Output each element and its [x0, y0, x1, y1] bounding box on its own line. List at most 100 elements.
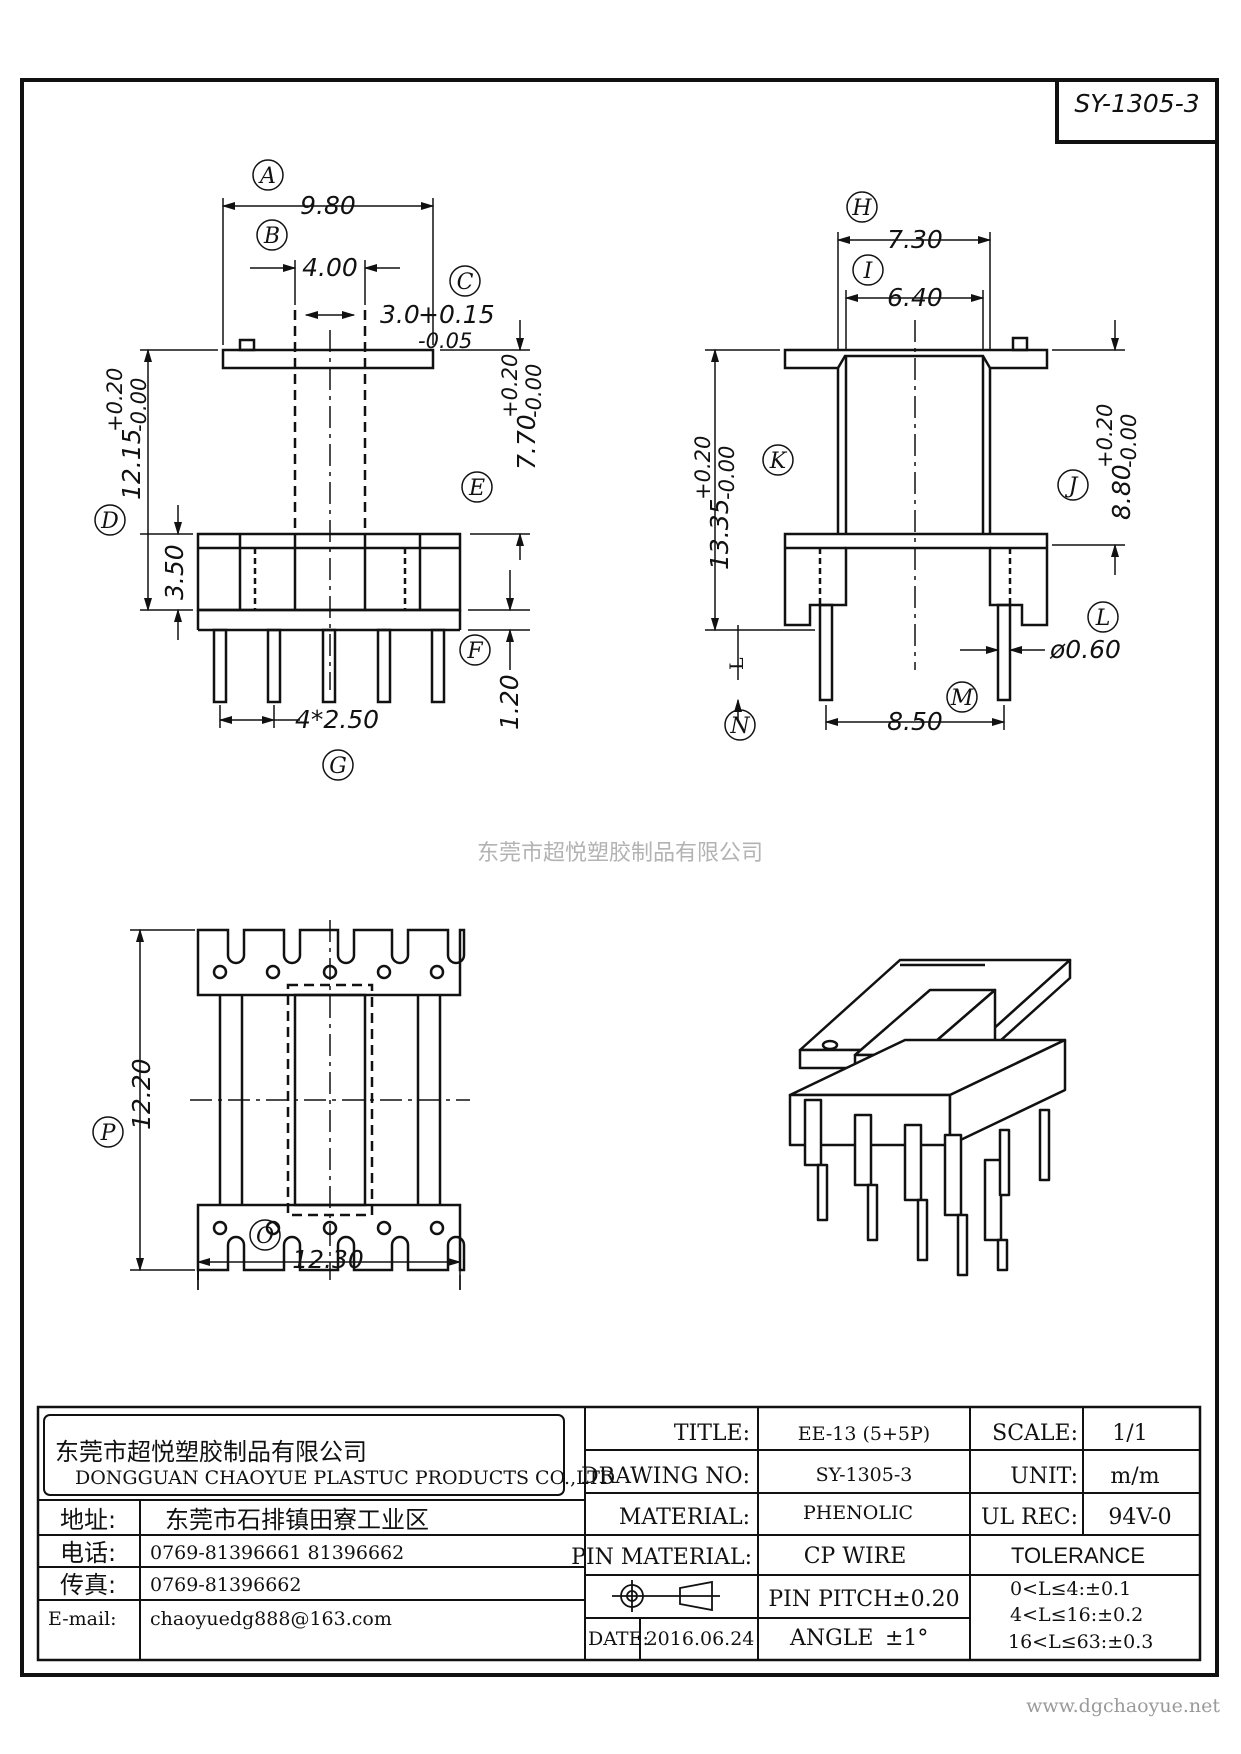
tolerance-label: TOLERANCE: [1011, 1543, 1145, 1568]
dim-i-label: I: [863, 259, 874, 284]
dim-j-bubble: [1057, 469, 1089, 501]
dim-n-bubble: [724, 709, 756, 741]
front-view-texts: 9.80 A 4.00 B 3.0 +0.15 -0.05 C 7.70 +0.…: [94, 159, 546, 781]
dim-h-value: 7.30: [887, 225, 943, 254]
small-l-text: L: [726, 657, 748, 670]
dim-j-tol-plus: +0.20: [1093, 404, 1117, 468]
dim-k-label: K: [769, 449, 788, 474]
dim-p-bubble: [92, 1116, 124, 1148]
phone-label: 电话:: [60, 1539, 116, 1567]
dim-f-value: 1.20: [495, 674, 524, 730]
dim-e-group: 7.70 +0.20 -0.00: [498, 354, 546, 470]
date-value: 2016.06.24: [646, 1628, 755, 1650]
dim-k-bubble: [762, 444, 794, 476]
dim-n-label: N: [729, 714, 750, 739]
dim-k-tol-minus: -0.00: [715, 446, 739, 500]
website-text: www.dgchaoyue.net: [1026, 1695, 1220, 1717]
dim-o-value: 12.30: [292, 1245, 364, 1274]
top-view-texts: 12.20 P 12.30 O: [92, 1058, 364, 1274]
dim-i-value: 6.40: [887, 283, 943, 312]
dim-k-value: 13.35: [705, 498, 734, 570]
dim-g-value: 4*2.50: [295, 705, 379, 734]
dim-d-value: 12.15: [117, 428, 146, 500]
angle-value: ±1°: [885, 1626, 928, 1651]
tolerance-row-1: 0<L≤4:±0.1: [1010, 1578, 1131, 1600]
pin-material-label: PIN MATERIAL:: [571, 1545, 752, 1570]
dim-g-bubble: [322, 749, 354, 781]
angle-label: ANGLE: [789, 1626, 873, 1651]
sheet-border: [20, 78, 1219, 1677]
drawing-no-label: DRAWING NO:: [581, 1464, 750, 1489]
dim-f-label: F: [466, 639, 483, 664]
title-block-text: 东莞市超悦塑胶制品有限公司 DONGGUAN CHAOYUE PLASTUC P…: [48, 1421, 1172, 1653]
dim-base-value: 3.50: [160, 544, 189, 600]
dim-k-group: 13.35 +0.20 -0.00: [691, 436, 739, 570]
material-value: PHENOLIC: [803, 1502, 913, 1524]
dim-p-value: 12.20: [127, 1058, 156, 1130]
dim-c-bubble: [449, 265, 481, 297]
dim-c-label: C: [457, 270, 474, 295]
pin-material-value: CP WIRE: [804, 1544, 907, 1569]
ul-label: UL REC:: [981, 1505, 1078, 1530]
dim-e-tol-plus: +0.20: [498, 354, 522, 418]
dim-j-tol-minus: -0.00: [1117, 414, 1141, 468]
isometric-view: [788, 958, 1072, 1277]
dim-l-value: ø0.60: [1049, 635, 1121, 664]
dim-b-value: 4.00: [302, 253, 358, 282]
scale-label: SCALE:: [992, 1421, 1078, 1446]
dim-m-bubble: [946, 681, 978, 713]
dim-k-tol-plus: +0.20: [691, 436, 715, 500]
dim-d-group: 12.15 +0.20 -0.00: [103, 368, 151, 500]
dim-b-bubble: [256, 219, 288, 251]
dim-l-label: L: [1095, 606, 1111, 631]
unit-value: m/m: [1110, 1464, 1159, 1489]
address-label: 地址:: [60, 1506, 116, 1534]
dim-c-tol-minus: -0.05: [418, 329, 472, 353]
side-view: [783, 320, 1049, 702]
drawing-code: SY-1305-3: [1074, 89, 1199, 118]
ul-value: 94V-0: [1108, 1505, 1171, 1530]
company-name-cn: 东莞市超悦塑胶制品有限公司: [55, 1438, 367, 1466]
watermark-text: 东莞市超悦塑胶制品有限公司: [477, 841, 763, 866]
top-view-dim-lines-clean: [197, 1275, 461, 1290]
dim-o-label: O: [256, 1224, 274, 1249]
address-value: 东莞市石排镇田寮工业区: [165, 1506, 429, 1534]
company-name-en: DONGGUAN CHAOYUE PLASTUC PRODUCTS CO.,LT…: [75, 1467, 615, 1489]
dim-a-label: A: [258, 164, 276, 189]
title-label: TITLE:: [674, 1421, 750, 1446]
fax-label: 传真:: [60, 1571, 116, 1599]
front-top-flange: [221, 348, 435, 370]
unit-label: UNIT:: [1010, 1464, 1078, 1489]
dim-m-value: 8.50: [887, 707, 943, 736]
dim-b-label: B: [263, 224, 280, 249]
tolerance-row-3: 16<L≤63:±0.3: [1008, 1631, 1153, 1653]
side-view-dims: [705, 232, 1125, 730]
side-view-texts: 7.30 H 6.40 I 8.80 +0.20 -0.00 J 13.35 +…: [691, 191, 1141, 741]
dim-e-tol-minus: -0.00: [522, 364, 546, 418]
material-label: MATERIAL:: [619, 1505, 750, 1530]
dim-a-value: 9.80: [300, 191, 356, 220]
dim-e-value: 7.70: [512, 414, 541, 470]
dim-d-tol-minus: -0.00: [127, 378, 151, 432]
dim-d-tol-plus: +0.20: [103, 368, 127, 432]
dim-c-value: 3.0: [380, 300, 420, 329]
dim-e-label: E: [468, 476, 485, 501]
front-view-dims: [140, 198, 530, 728]
scale-value: 1/1: [1112, 1421, 1147, 1446]
front-flange-nub: [238, 338, 256, 352]
dim-h-bubble: [846, 191, 878, 223]
dim-i-bubble: [852, 254, 884, 286]
dim-p-label: P: [100, 1121, 117, 1146]
drawing-no-value: SY-1305-3: [816, 1464, 913, 1486]
fax-value: 0769-81396662: [150, 1574, 301, 1596]
pin-pitch: PIN PITCH±0.20: [768, 1587, 959, 1612]
dim-e-bubble: [461, 471, 493, 503]
dim-f-bubble: [459, 634, 491, 666]
dim-j-group: 8.80 +0.20 -0.00: [1093, 404, 1141, 520]
dim-h-label: H: [851, 196, 872, 221]
phone-value: 0769-81396661 81396662: [150, 1542, 404, 1564]
email-label: E-mail:: [48, 1608, 117, 1630]
dim-l-bubble: [1087, 601, 1119, 633]
date-label: DATE:: [588, 1628, 649, 1650]
